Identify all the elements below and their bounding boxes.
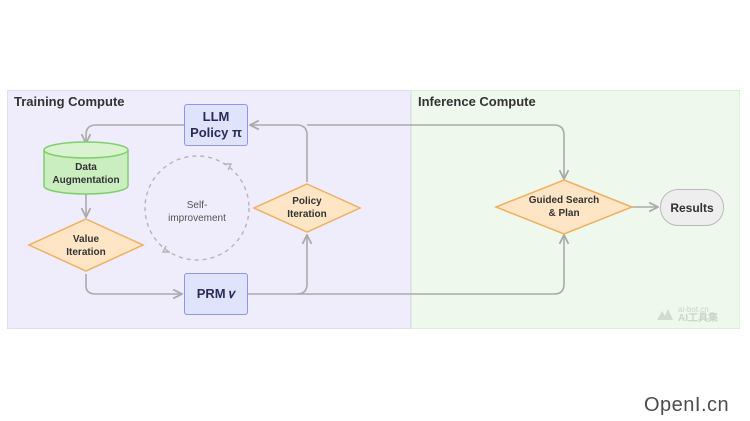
edge-policy-iteration-to-llm bbox=[251, 125, 308, 182]
data-augmentation-label: Data Augmentation bbox=[44, 161, 128, 187]
watermark: ai-bot.cn AI工具集 bbox=[656, 305, 718, 324]
watermark-line2: AI工具集 bbox=[678, 313, 718, 324]
llm-policy-line1: LLM bbox=[202, 109, 230, 124]
edge-prm-to-guided-search bbox=[297, 236, 564, 295]
prm-node: PRM 𝑣 bbox=[184, 273, 248, 315]
guided-search-label: Guided Search & Plan bbox=[514, 194, 614, 220]
policy-iteration-line1: Policy bbox=[292, 196, 322, 207]
training-compute-title: Training Compute bbox=[14, 94, 125, 109]
edge-prm-to-policy-iteration bbox=[248, 236, 307, 295]
value-iteration-line1: Value bbox=[72, 234, 100, 245]
llm-policy-node: LLM Policy π bbox=[184, 104, 248, 146]
self-improvement-line1: Self- bbox=[186, 200, 208, 211]
self-improvement-line2: improvement bbox=[168, 213, 226, 224]
value-iteration-diamond bbox=[27, 218, 145, 272]
llm-policy-line2: Policy π bbox=[190, 125, 242, 140]
self-improvement-cycle bbox=[144, 155, 250, 261]
watermark-logo-icon bbox=[657, 309, 673, 320]
data-augmentation-line1: Data bbox=[75, 162, 97, 173]
policy-iteration-label: Policy Iteration bbox=[267, 195, 347, 221]
edge-llm-to-data-augmentation bbox=[86, 124, 184, 142]
value-iteration-label: Value Iteration bbox=[46, 233, 126, 259]
guided-search-line1: Guided Search bbox=[528, 195, 600, 206]
guided-search-diamond bbox=[493, 179, 635, 235]
policy-iteration-line2: Iteration bbox=[287, 209, 327, 220]
data-augmentation-line2: Augmentation bbox=[52, 175, 120, 186]
policy-iteration-diamond bbox=[252, 183, 362, 233]
self-improvement-label: Self- improvement bbox=[157, 199, 237, 225]
inference-compute-title: Inference Compute bbox=[418, 94, 536, 109]
edge-value-iteration-to-prm bbox=[85, 274, 181, 294]
guided-search-line2: & Plan bbox=[548, 208, 580, 219]
watermark-line1: ai-bot.cn bbox=[678, 305, 709, 314]
edge-llm-to-guided-search bbox=[307, 124, 564, 178]
results-node: Results bbox=[660, 189, 724, 226]
data-augmentation-cylinder bbox=[43, 141, 129, 195]
value-iteration-line2: Iteration bbox=[66, 247, 106, 258]
brand-watermark: OpenI.cn bbox=[644, 394, 730, 416]
